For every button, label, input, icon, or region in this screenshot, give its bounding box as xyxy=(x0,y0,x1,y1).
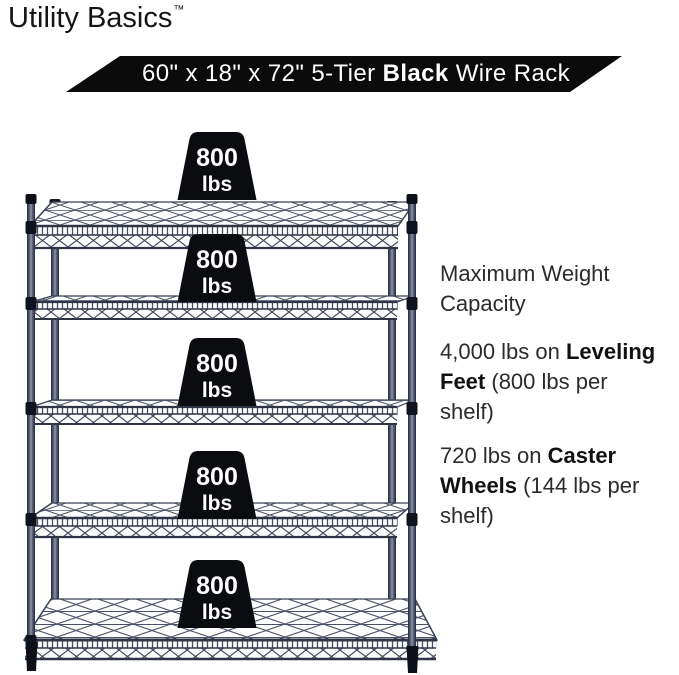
weight-icon-tier-3: 800 lbs xyxy=(177,338,257,406)
rack-post-back-right xyxy=(406,194,419,673)
product-title: 60" x 18" x 72" 5-Tier Black Wire Rack xyxy=(112,60,570,88)
leveling-foot xyxy=(406,646,419,673)
weight-unit: lbs xyxy=(202,379,232,402)
weight-icon-tier-2: 800 lbs xyxy=(177,234,257,302)
product-title-type: Wire Rack xyxy=(448,60,571,87)
weight-unit: lbs xyxy=(202,601,232,624)
caster-bold-2: Wheels xyxy=(440,473,518,498)
weight-unit: lbs xyxy=(202,275,232,298)
brand-name: Utility Basics xyxy=(8,2,173,34)
capacity-heading: Maximum Weight Capacity xyxy=(440,259,679,319)
leveling-bold-2: Feet xyxy=(440,369,486,394)
weight-icon-tier-1: 800 lbs xyxy=(177,132,257,200)
weight-value: 800 xyxy=(196,144,238,172)
weight-icon-tier-4: 800 lbs xyxy=(177,451,257,519)
weight-icon-tier-5: 800 lbs xyxy=(177,560,257,628)
capacity-heading-line2: Capacity xyxy=(440,291,526,316)
capacity-info-panel: Maximum Weight Capacity 4,000 lbs on Lev… xyxy=(440,259,679,545)
product-title-size: 60" x 18" x 72" 5-Tier xyxy=(141,60,383,87)
caster-bold-1: Caster xyxy=(547,443,617,468)
weight-unit: lbs xyxy=(202,173,232,196)
brand-logo: Utility Basics™ xyxy=(8,2,184,35)
caster-text: 720 lbs on xyxy=(440,443,548,468)
capacity-heading-line1: Maximum Weight xyxy=(440,261,610,286)
product-title-banner: 60" x 18" x 72" 5-Tier Black Wire Rack xyxy=(66,56,622,92)
leveling-bold-1: Leveling xyxy=(565,339,656,364)
weight-value: 800 xyxy=(196,463,238,491)
leveling-foot xyxy=(25,642,38,671)
weight-value: 800 xyxy=(196,572,238,600)
trademark-symbol: ™ xyxy=(173,4,185,16)
product-title-color: Black xyxy=(382,60,449,87)
post-cap xyxy=(406,194,418,204)
leveling-text-3: shelf) xyxy=(440,399,494,424)
rack-post-front-left xyxy=(25,194,38,671)
leveling-text-2: (800 lbs per xyxy=(485,369,608,394)
caster-text-2: (144 lbs per xyxy=(517,473,640,498)
weight-unit: lbs xyxy=(202,492,232,515)
weight-value: 800 xyxy=(196,350,238,378)
post-cap xyxy=(25,194,37,204)
leveling-text: 4,000 lbs on xyxy=(440,339,566,364)
weight-value: 800 xyxy=(196,246,238,274)
caster-text-3: shelf) xyxy=(440,503,494,528)
